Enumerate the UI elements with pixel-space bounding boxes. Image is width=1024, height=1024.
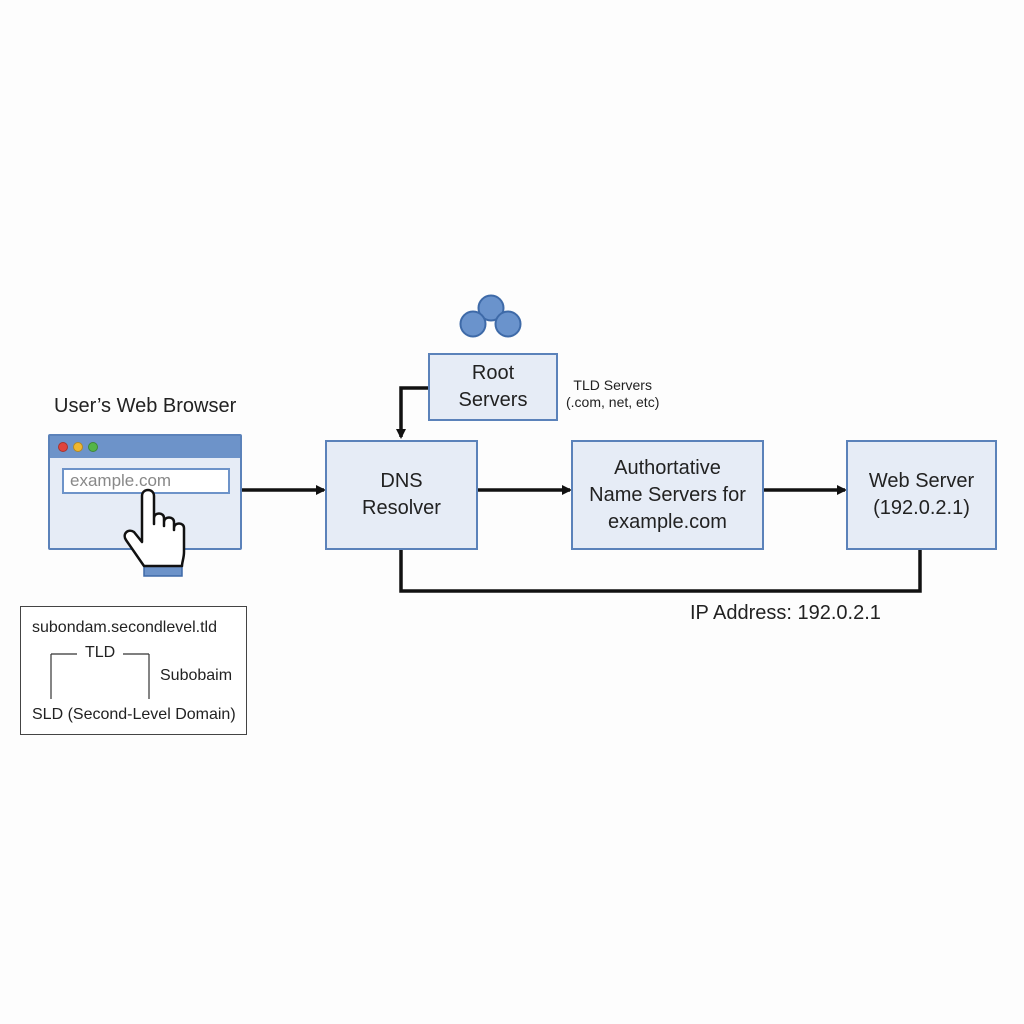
authoritative-servers-node: Authortative Name Servers for example.co… [571, 440, 764, 550]
tld-servers-label: TLD Servers (.com, net, etc) [566, 377, 659, 411]
dns-resolver-node: DNS Resolver [325, 440, 478, 550]
ip-return-line [399, 550, 922, 593]
full-domain-text: subondam.secondlevel.tld [32, 619, 218, 636]
web-server-label: Web Server (192.0.2.1) [868, 470, 975, 519]
dns-resolver-label: DNS Resolver [362, 470, 441, 519]
close-dot-icon[interactable] [58, 442, 68, 452]
tld-text: TLD [85, 644, 116, 661]
ip-address-label: IP Address: 192.0.2.1 [690, 602, 881, 624]
subdomain-text: Subobaim [160, 667, 233, 684]
tld-servers-title: TLD Servers [573, 377, 652, 393]
server-cluster-icon [459, 294, 522, 338]
minimize-dot-icon[interactable] [73, 442, 83, 452]
maximize-dot-icon[interactable] [88, 442, 98, 452]
domain-structure-legend: subondam.secondlevel.tld TLD Subobaim SL… [20, 606, 247, 735]
tld-servers-examples: (.com, net, etc) [566, 393, 660, 410]
browser-window [48, 434, 242, 550]
sld-text: SLD (Second-Level Domain) [32, 706, 236, 723]
root-servers-node: Root Servers [428, 353, 558, 421]
browser-title: User’s Web Browser [54, 395, 237, 417]
root-servers-label: Root Servers [458, 362, 528, 411]
domain-brackets [50, 653, 150, 699]
pointing-hand-icon [123, 488, 186, 577]
authoritative-servers-label: Authortative Name Servers for example.co… [589, 456, 746, 533]
arrow-root-to-resolver [396, 386, 430, 439]
browser-titlebar [50, 436, 240, 458]
web-server-node: Web Server (192.0.2.1) [846, 440, 997, 550]
